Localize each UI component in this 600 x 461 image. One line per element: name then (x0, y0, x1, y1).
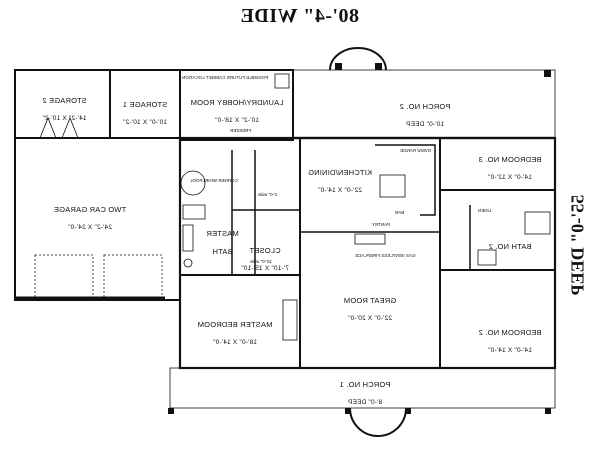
note-wide-2: 10'-0" wide (250, 259, 272, 264)
note-gas-vent: GAS VENTLESS FIREPLACE (355, 253, 416, 258)
note-wide: 2'-0" wide (258, 192, 278, 197)
width-dimension: 80'-4" WIDE (240, 5, 360, 27)
room-bath-2: BATH NO. 2 (488, 242, 532, 251)
note-bar: BAR (395, 210, 405, 215)
note-linen: LINEN (478, 208, 492, 213)
note-corner-whirlpool: CORNER WHIRLPOOL (190, 178, 238, 183)
column (335, 63, 342, 70)
note-pantry: PANTRY (372, 222, 390, 227)
depth-dimension: 55'-0" DEEP (567, 194, 588, 296)
note-freezer: FREEZER (230, 128, 252, 133)
note-oven-range: OVEN/ RANGE (400, 148, 432, 153)
note-cabinet: POSSIBLE FUTURE CABINET LOCATION (182, 75, 269, 80)
